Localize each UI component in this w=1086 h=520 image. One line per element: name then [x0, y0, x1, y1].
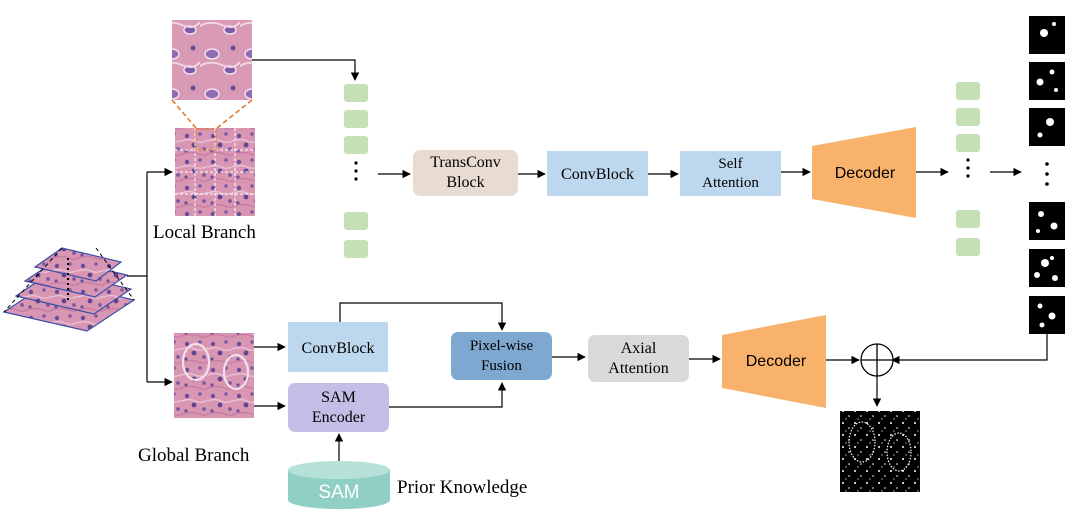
global-decoder-label: Decoder: [746, 353, 807, 370]
global-patch: [174, 333, 254, 418]
global-branch-label: Global Branch: [138, 445, 250, 466]
branch-connectors: [127, 167, 173, 387]
local-branch-label: Local Branch: [153, 222, 256, 243]
zoomed-patch: [171, 20, 360, 129]
global-decoder: Decoder: [722, 315, 826, 408]
self-attention-label-1: Self: [718, 156, 742, 172]
global-convblock: ConvBlock: [288, 322, 388, 372]
pixel-fusion-label-2: Fusion: [481, 358, 522, 374]
axial-attention-label-2: Attention: [608, 360, 668, 377]
global-convblock-label: ConvBlock: [302, 340, 375, 357]
sam-db-label: SAM: [318, 482, 359, 503]
pixel-fusion-label-1: Pixel-wise: [470, 338, 534, 354]
local-token-column-right: [956, 82, 980, 256]
prior-knowledge-label: Prior Knowledge: [397, 477, 527, 498]
local-convblock-label: ConvBlock: [561, 166, 634, 183]
sam-encoder-label-1: SAM: [321, 389, 356, 406]
pixel-fusion-block: Pixel-wise Fusion: [451, 332, 552, 380]
sam-encoder-label-2: Encoder: [312, 409, 366, 426]
transconv-block: TransConv Block: [413, 150, 518, 196]
sam-prior-database: SAM: [288, 461, 390, 509]
self-attention-label-2: Attention: [702, 175, 759, 191]
add-operator-icon: [860, 343, 894, 377]
local-patch-grid: [175, 128, 255, 216]
axial-attention-block: Axial Attention: [588, 335, 689, 382]
local-convblock: ConvBlock: [547, 151, 648, 196]
local-token-column-left: [344, 84, 368, 258]
self-attention-block: Self Attention: [680, 151, 781, 196]
final-segmentation-mask: [840, 411, 920, 492]
local-decoder: Decoder: [812, 127, 916, 218]
patch-mask-column: [1029, 16, 1065, 334]
axial-attention-label-1: Axial: [621, 340, 657, 357]
image-pyramid: [2, 247, 136, 332]
transconv-label-2: Block: [446, 174, 484, 191]
local-decoder-label: Decoder: [835, 165, 896, 182]
transconv-label-1: TransConv: [430, 154, 501, 171]
sam-encoder: SAM Encoder: [288, 383, 389, 432]
